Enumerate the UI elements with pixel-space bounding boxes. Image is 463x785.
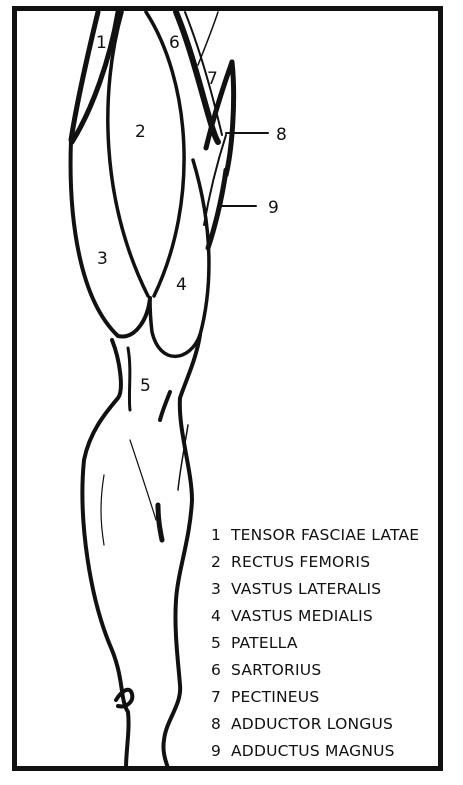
legend-name: RECTUS FEMORIS: [231, 549, 370, 576]
legend-name: PATELLA: [231, 630, 298, 657]
vastus-medialis-outline: [150, 160, 209, 356]
legend-name: SARTORIUS: [231, 657, 321, 684]
label-8: 8: [276, 125, 287, 145]
legend-name: PECTINEUS: [231, 684, 319, 711]
label-1: 1: [96, 33, 107, 53]
legend-number: 7: [211, 684, 231, 711]
legend-number: 2: [211, 549, 231, 576]
legend-number: 6: [211, 657, 231, 684]
legend-number: 1: [211, 522, 231, 549]
patella-mark: [160, 392, 170, 420]
legend-number: 4: [211, 603, 231, 630]
label-3: 3: [97, 249, 108, 269]
legend-name: TENSOR FASCIAE LATAE: [231, 522, 419, 549]
adductor-longus-outline: [208, 170, 226, 248]
label-4: 4: [176, 275, 187, 295]
legend-number: 3: [211, 576, 231, 603]
label-2: 2: [135, 122, 146, 142]
label-7: 7: [207, 69, 218, 89]
label-5: 5: [140, 376, 151, 396]
legend-name: VASTUS LATERALIS: [231, 576, 381, 603]
legend-name: ADDUCTOR LONGUS: [231, 711, 393, 738]
left-leg-outline: [82, 340, 128, 768]
label-6: 6: [169, 33, 180, 53]
legend-name: ADDUCTUS MAGNUS: [231, 738, 395, 765]
legend-number: 5: [211, 630, 231, 657]
legend-number: 9: [211, 738, 231, 765]
legend-number: 8: [211, 711, 231, 738]
rectus-femoris-outline: [108, 12, 148, 296]
legend-name: VASTUS MEDIALIS: [231, 603, 373, 630]
label-9: 9: [268, 198, 279, 218]
